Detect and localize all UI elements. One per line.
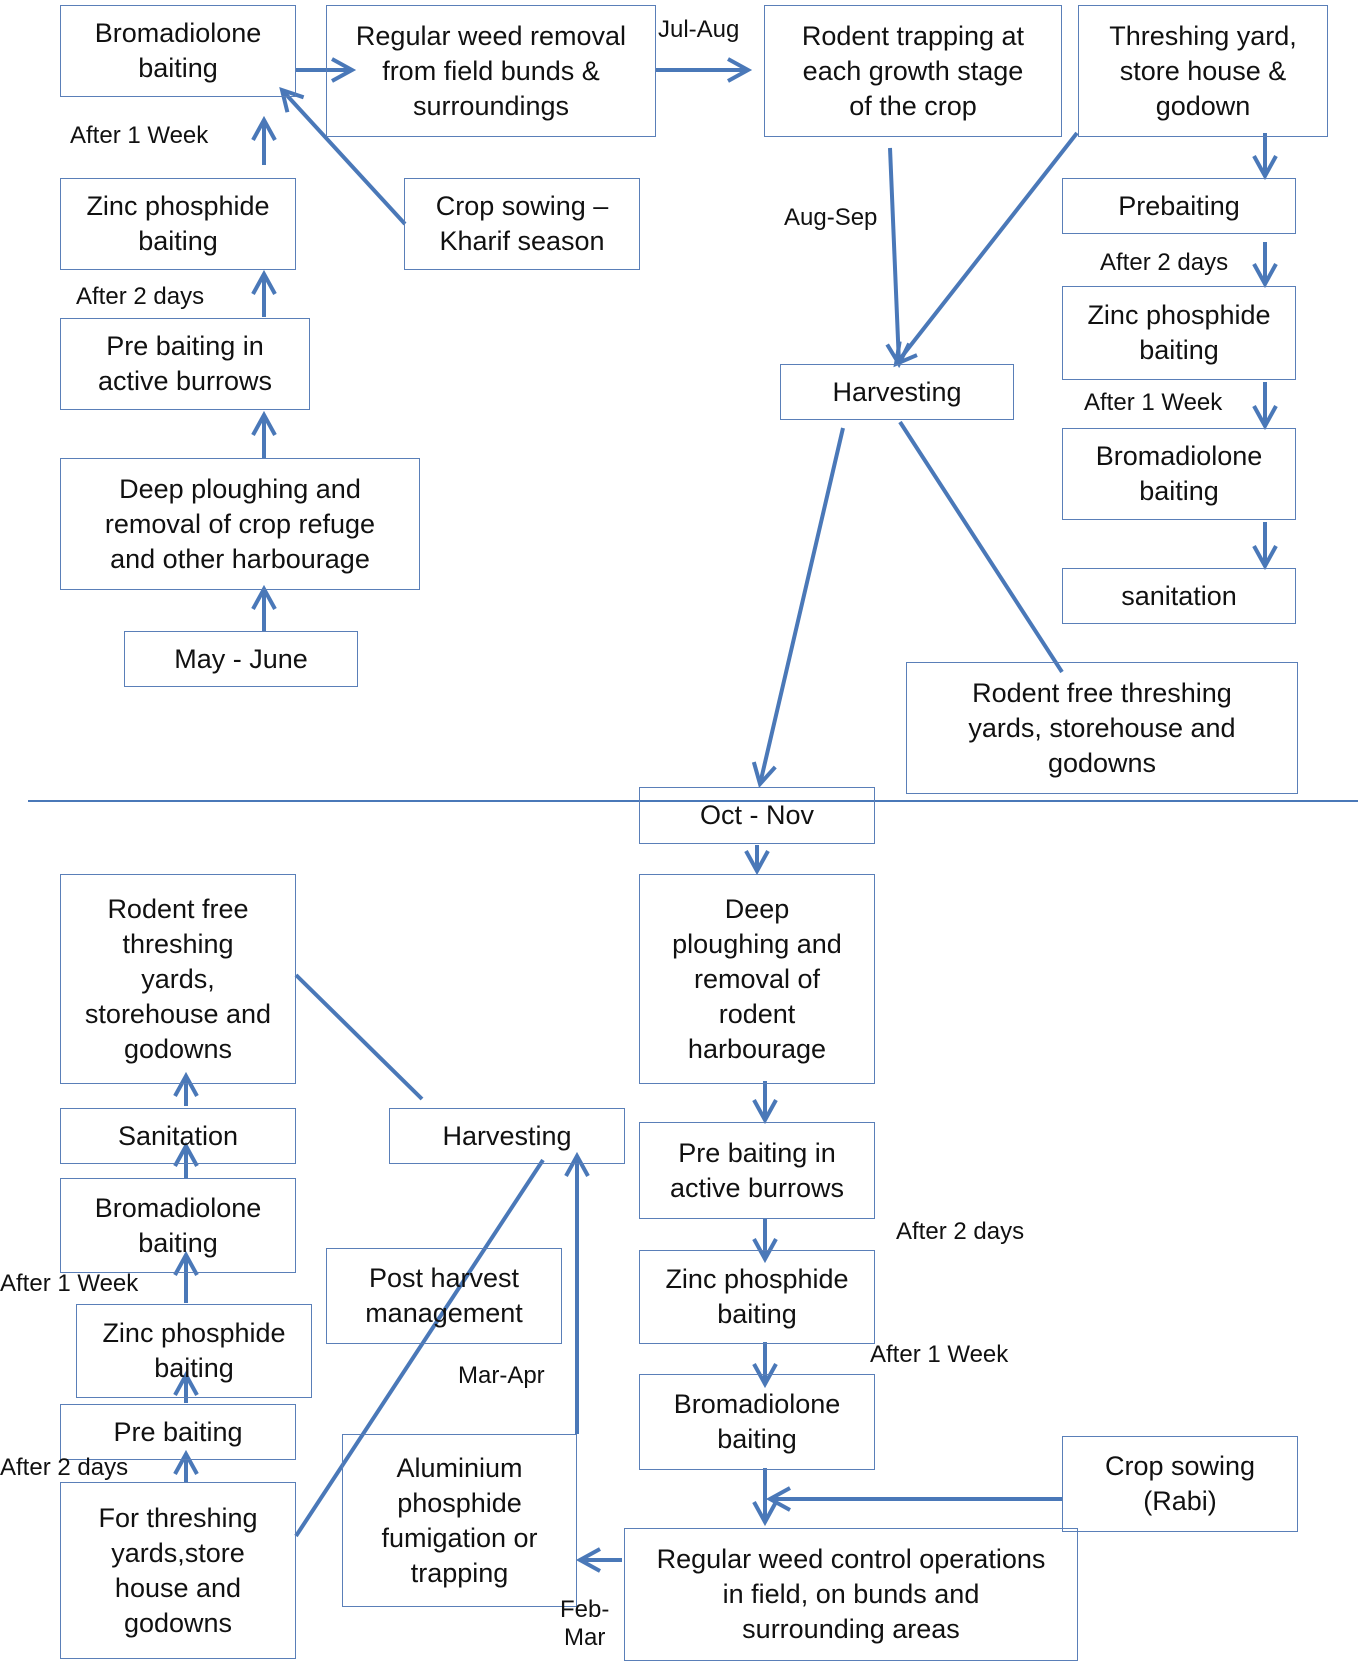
label-aug-sep: Aug-Sep [784, 204, 878, 231]
label-after-2-days-b: After 2 days [76, 283, 205, 310]
node-pre-baiting-2: Pre baiting [60, 1404, 296, 1460]
node-bromadiolone-baiting-2: Bromadiolone baiting [1062, 428, 1296, 520]
node-aluminium-phosphide: Aluminium phosphide fumigation or trappi… [342, 1434, 577, 1607]
node-for-threshing-yards: For threshing yards,store house and godo… [60, 1482, 296, 1659]
node-pre-baiting-active-burrows-2: Pre baiting in active burrows [639, 1122, 875, 1219]
node-bromadiolone-baiting-3: Bromadiolone baiting [60, 1178, 296, 1273]
label-after-1-week-c: After 1 Week [0, 1270, 139, 1297]
node-regular-weed-removal: Regular weed removal from field bunds & … [326, 5, 656, 137]
node-crop-sowing-kharif: Crop sowing – Kharif season [404, 178, 640, 270]
node-oct-nov: Oct - Nov [639, 787, 875, 844]
node-sanitation-2: Sanitation [60, 1108, 296, 1164]
node-may-june: May - June [124, 631, 358, 687]
node-weed-control-operations: Regular weed control operations in field… [624, 1528, 1078, 1661]
line-harvesting-to-rodent-free-2 [294, 973, 424, 1101]
node-sanitation-1: sanitation [1062, 568, 1296, 624]
arrow-crop-sowing-to-bromadiolone [279, 86, 407, 226]
label-after-2-days-c: After 2 days [896, 1218, 1025, 1245]
label-after-1-week-b: After 1 Week [1084, 389, 1223, 416]
node-harvesting-2: Harvesting [389, 1108, 625, 1164]
node-bromadiolone-baiting-4: Bromadiolone baiting [639, 1374, 875, 1470]
node-post-harvest-management: Post harvest management [326, 1248, 562, 1344]
arrow-threshing-yard-to-harvesting [893, 131, 1079, 368]
label-after-2-days-d: After 2 days [0, 1454, 129, 1481]
arrow-trapping-to-harvesting [885, 147, 911, 369]
label-mar-apr: Mar-Apr [458, 1362, 545, 1389]
node-zinc-phosphide-2: Zinc phosphide baiting [1062, 286, 1296, 380]
node-rodent-free-1: Rodent free threshing yards, storehouse … [906, 662, 1298, 794]
label-jul-aug: Jul-Aug [658, 16, 740, 43]
label-after-1-week-a: After 1 Week [70, 122, 209, 149]
node-rodent-trapping: Rodent trapping at each growth stage of … [764, 5, 1062, 137]
arrow-harvesting-to-oct-nov [751, 427, 845, 789]
node-threshing-yard: Threshing yard, store house & godown [1078, 5, 1328, 137]
label-after-2-days-a: After 2 days [1100, 249, 1229, 276]
node-harvesting-1: Harvesting [780, 364, 1014, 420]
label-feb-mar: Feb- Mar [560, 1596, 610, 1651]
node-prebaiting: Prebaiting [1062, 178, 1296, 234]
node-zinc-phosphide-1: Zinc phosphide baiting [60, 178, 296, 270]
node-deep-ploughing-1: Deep ploughing and removal of crop refug… [60, 458, 420, 590]
node-rodent-free-2: Rodent free threshing yards, storehouse … [60, 874, 296, 1084]
label-after-1-week-d: After 1 Week [870, 1341, 1009, 1368]
node-pre-baiting-active-burrows-1: Pre baiting in active burrows [60, 318, 310, 410]
line-for-threshing-to-harvesting [294, 1158, 545, 1538]
node-zinc-phosphide-3: Zinc phosphide baiting [639, 1250, 875, 1344]
node-crop-sowing-rabi: Crop sowing (Rabi) [1062, 1436, 1298, 1532]
node-zinc-phosphide-4: Zinc phosphide baiting [76, 1304, 312, 1398]
node-deep-ploughing-2: Deep ploughing and removal of rodent har… [639, 874, 875, 1084]
line-harvesting-to-rodent-free [898, 420, 1064, 674]
node-bromadiolone-baiting-1: Bromadiolone baiting [60, 5, 296, 97]
